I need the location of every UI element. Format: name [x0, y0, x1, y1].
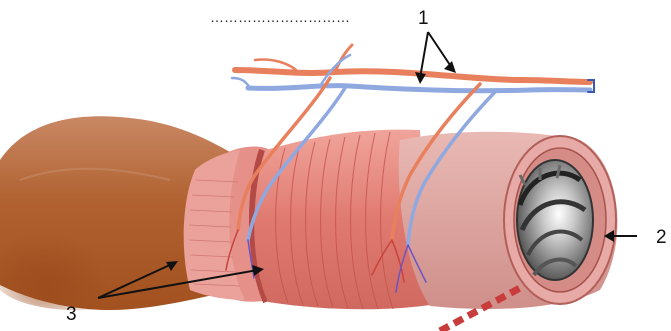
artery — [235, 70, 590, 82]
blank-title-line: ………………………… — [210, 9, 350, 25]
label-2: 2 — [656, 227, 667, 248]
lumen — [517, 160, 593, 280]
label-1: 1 — [418, 8, 429, 29]
vein — [248, 86, 590, 91]
label-3: 3 — [66, 304, 77, 325]
